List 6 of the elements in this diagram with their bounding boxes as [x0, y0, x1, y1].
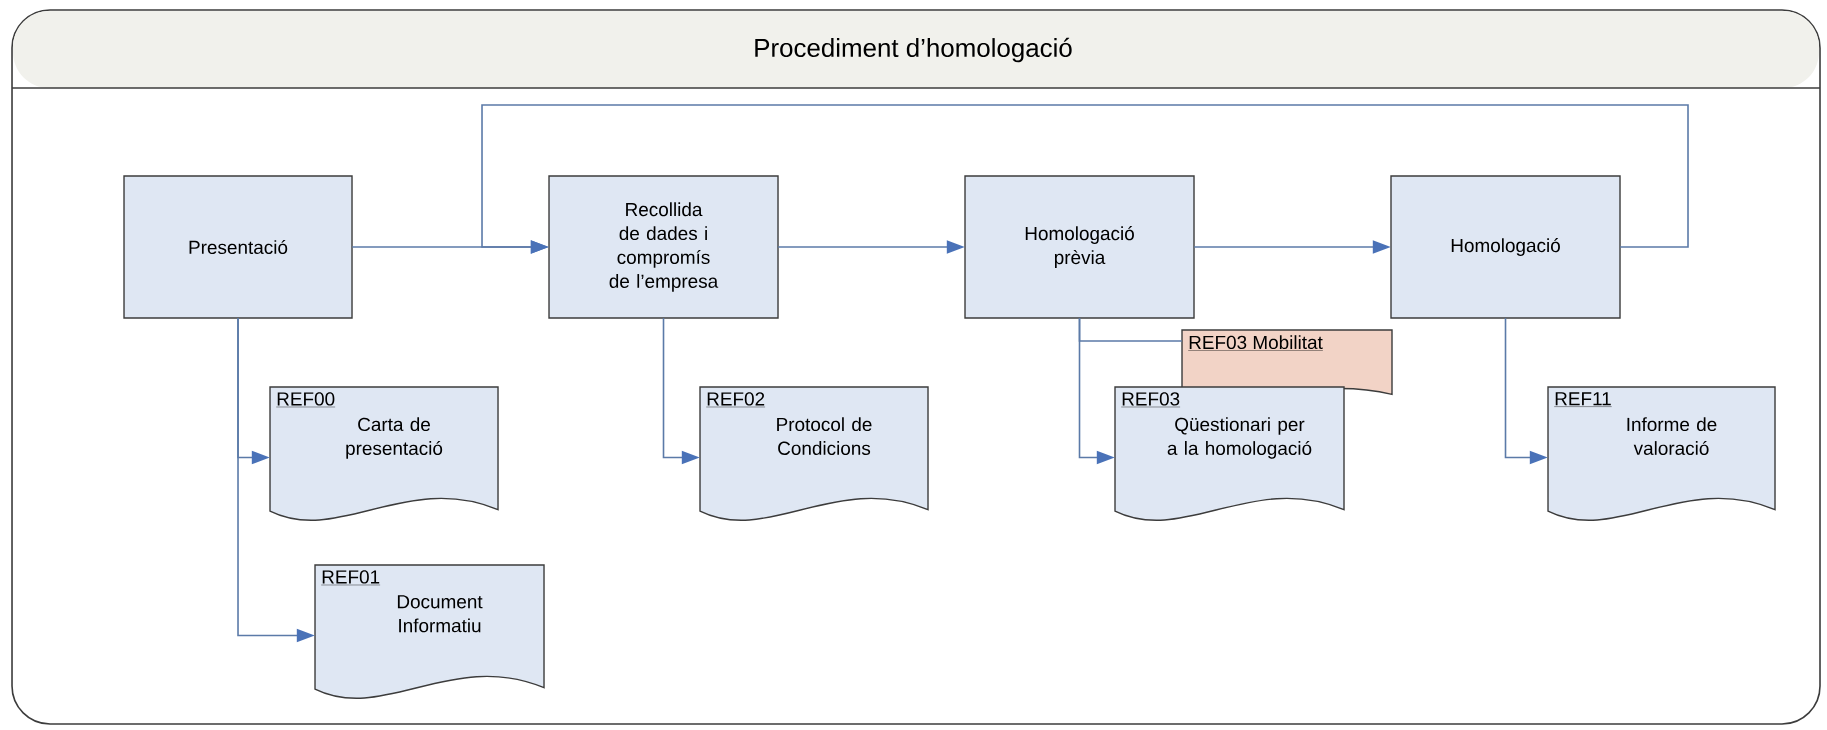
process-box: Homologació prèvia	[964, 175, 1195, 319]
process-box: Presentació	[123, 175, 353, 319]
title: Procediment d’homologació	[755, 37, 1072, 63]
process-box: Recollida de dades i compromís de l’empresa	[548, 175, 779, 319]
process-box: Homologació	[1390, 175, 1621, 319]
arrow	[481, 104, 1689, 254]
